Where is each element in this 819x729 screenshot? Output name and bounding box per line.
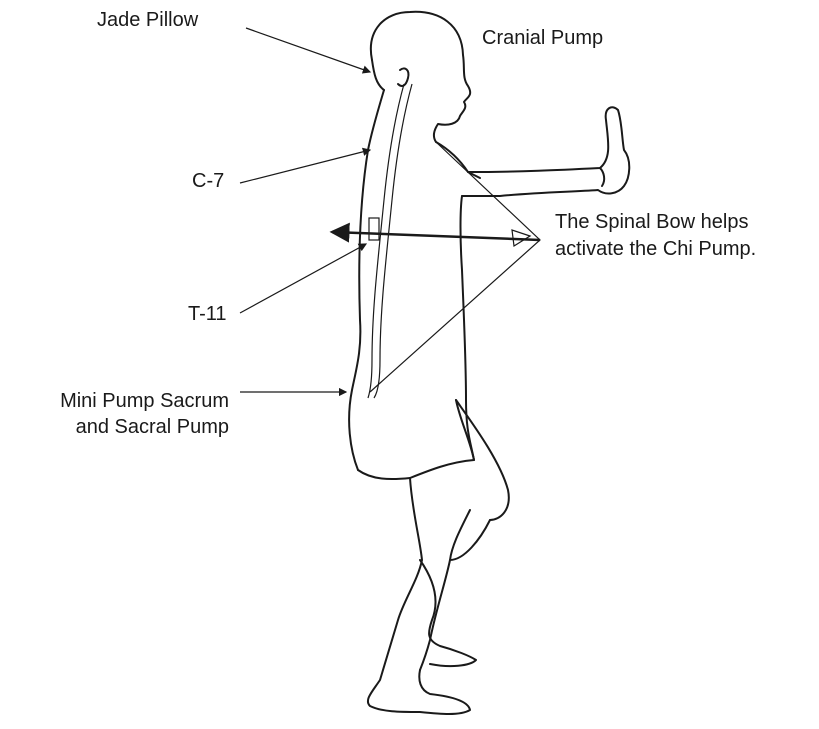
cranial-pump-label: Cranial Pump — [482, 26, 603, 51]
sacrum-label-line2: and Sacral Pump — [76, 415, 229, 440]
spinal-bow-label-line1: The Spinal Bow helps — [555, 210, 748, 235]
spinal-bow-label-line2: activate the Chi Pump. — [555, 237, 756, 262]
c7-label: C-7 — [192, 169, 224, 194]
c7-pointer — [240, 150, 370, 183]
t11-label: T-11 — [188, 302, 227, 327]
human-figure — [349, 12, 629, 714]
jade-pillow-label: Jade Pillow — [97, 8, 198, 33]
spinal-bow-arrow — [332, 232, 540, 240]
t11-pointer — [240, 244, 366, 313]
sacrum-label-line1: Mini Pump Sacrum — [60, 389, 229, 414]
jade-pillow-pointer — [246, 28, 370, 72]
